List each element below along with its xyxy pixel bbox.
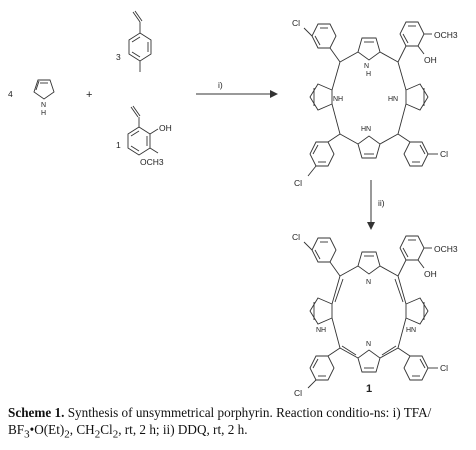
aldehyde1-coefficient: 3 — [116, 52, 121, 62]
bottom-hn-label: HN — [361, 126, 371, 133]
porphyrin-cl-bottom-right: Cl — [440, 363, 448, 373]
scheme-caption: Scheme 1. Synthesis of unsymmetrical por… — [8, 404, 470, 444]
pyrrole-structure: N H — [33, 79, 55, 117]
step1-label: i) — [218, 80, 223, 90]
caption-sub-1: 3 — [24, 428, 30, 441]
vanillin-och3-label: OCH3 — [140, 157, 164, 167]
caption-title: Scheme 1. — [8, 405, 65, 420]
pyrrole-n-label: N — [41, 102, 46, 109]
plus-sign: + — [86, 89, 92, 101]
caption-text-1: Synthesis of unsymmetrical porphyrin. Re… — [8, 405, 432, 437]
caption-text-3: , CH — [69, 422, 95, 437]
porphyrin-oh: OH — [424, 269, 437, 279]
caption-sub-2: 2 — [64, 428, 70, 441]
porphyrinogen-structure: N H HN NH HN Cl Cl — [292, 18, 458, 188]
caption-text-4: Cl — [100, 422, 113, 437]
porphyrin-bottom-n: N — [366, 341, 371, 348]
left-nh-label: NH — [333, 96, 343, 103]
porphyrin-right-hn: HN — [406, 327, 416, 334]
cl-bottom-left: Cl — [294, 178, 302, 188]
porphyrin-structure: N N NH HN Cl — [292, 232, 458, 398]
arrow-step-1 — [196, 90, 278, 98]
caption-sub-4: 2 — [112, 428, 119, 441]
compound-number: 1 — [366, 383, 372, 395]
pyrrole-h-label: H — [41, 110, 46, 117]
methylbenzaldehyde-structure — [128, 10, 152, 72]
porphyrin-left-nh: NH — [316, 327, 326, 334]
aldehyde2-coefficient: 1 — [116, 140, 121, 150]
top-nh-n: N — [364, 63, 369, 70]
pyrrole-coefficient: 4 — [8, 89, 13, 99]
reaction-scheme: 4 N H + 3 1 OH OCH3 i) — [8, 10, 458, 398]
porphyrin-top-n: N — [366, 279, 371, 286]
vanillin-structure: OH OCH3 — [127, 105, 172, 167]
cl-top-left: Cl — [292, 18, 300, 28]
porphyrinogen-och3: OCH3 — [434, 30, 458, 40]
caption-text-5: , rt, 2 h; ii) DDQ, rt, 2 h. — [118, 422, 248, 437]
caption-text-2: •O(Et) — [29, 422, 65, 437]
porphyrinogen-oh: OH — [424, 55, 437, 65]
porphyrin-och3: OCH3 — [434, 244, 458, 254]
porphyrin-cl-top-left: Cl — [292, 232, 300, 242]
arrow-step-2 — [367, 180, 375, 230]
right-hn-label: HN — [388, 96, 398, 103]
step2-label: ii) — [378, 198, 385, 208]
top-nh-h: H — [366, 71, 371, 78]
vanillin-oh-label: OH — [159, 123, 172, 133]
porphyrin-cl-bottom-left: Cl — [294, 388, 302, 398]
caption-sub-3: 2 — [94, 428, 101, 441]
cl-bottom-right: Cl — [440, 149, 448, 159]
